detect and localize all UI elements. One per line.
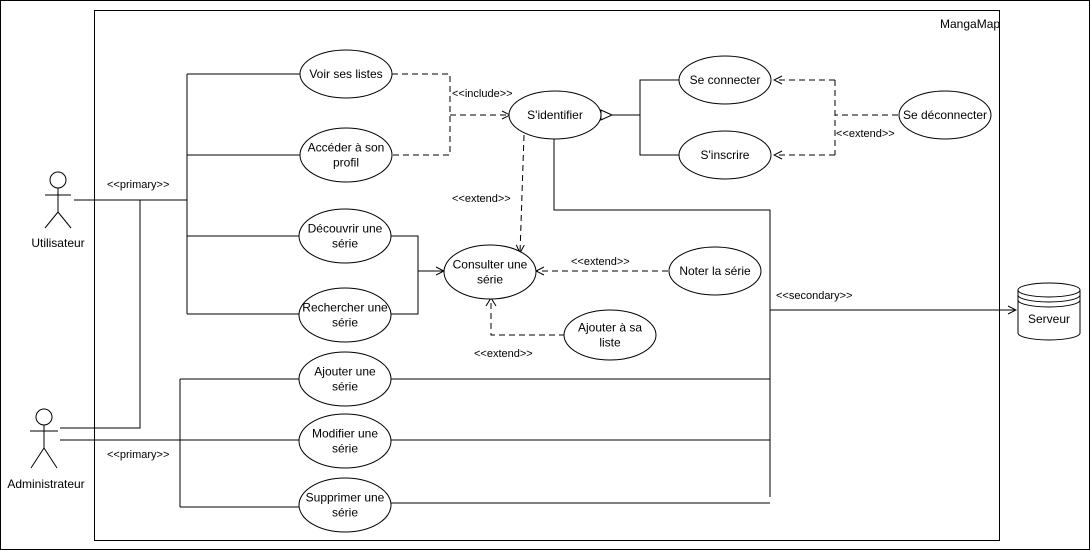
use-case-label: Consulter une bbox=[453, 258, 528, 272]
use-case-label: série bbox=[332, 380, 358, 394]
use-case-se-connecter[interactable]: Se connecter bbox=[678, 55, 772, 105]
extend-label-noter: <<extend>> bbox=[571, 256, 630, 268]
use-case-ellipse[interactable] bbox=[298, 477, 392, 533]
use-case-label: S'identifier bbox=[527, 108, 583, 122]
use-case-noter[interactable]: Noter la série bbox=[668, 246, 762, 296]
use-case-label: profil bbox=[333, 156, 359, 170]
use-case-label: Se déconnecter bbox=[903, 108, 987, 122]
use-case-ellipse[interactable] bbox=[298, 351, 392, 407]
use-case-label: Ajouter à sa bbox=[578, 321, 642, 335]
use-case-ellipse[interactable] bbox=[298, 208, 392, 264]
use-case-label: liste bbox=[599, 336, 621, 350]
use-case-label: Accéder à son bbox=[308, 141, 385, 155]
use-case-voir-listes[interactable]: Voir ses listes bbox=[299, 49, 393, 99]
use-case-label: série bbox=[332, 442, 358, 456]
use-case-label: Ajouter une bbox=[314, 365, 376, 379]
primary-label-user: <<primary>> bbox=[107, 179, 169, 191]
actor-administrateur[interactable] bbox=[30, 408, 58, 469]
use-case-label: Rechercher une bbox=[302, 301, 388, 315]
include-label: <<include>> bbox=[452, 88, 513, 100]
use-case-ellipse[interactable] bbox=[299, 127, 393, 183]
primary-label-admin: <<primary>> bbox=[107, 449, 169, 461]
use-case-label: Se connecter bbox=[690, 73, 761, 87]
use-case-label: Voir ses listes bbox=[309, 67, 382, 81]
secondary-label: <<secondary>> bbox=[776, 290, 852, 302]
extend-label-identifier: <<extend>> bbox=[452, 193, 511, 205]
use-case-ellipse[interactable] bbox=[443, 244, 537, 300]
use-case-label: Découvrir une bbox=[308, 222, 383, 236]
association-lines bbox=[60, 73, 1016, 508]
use-case-label: Modifier une bbox=[312, 427, 378, 441]
use-case-se-deconnecter[interactable]: Se déconnecter bbox=[898, 90, 992, 140]
actor-utilisateur-label: Utilisateur bbox=[31, 236, 84, 250]
use-case-ellipse[interactable] bbox=[299, 49, 393, 99]
use-case-label: Supprimer une bbox=[306, 491, 385, 505]
use-case-label: série bbox=[477, 273, 503, 287]
database-icon[interactable] bbox=[1017, 282, 1081, 341]
use-case-ellipse[interactable] bbox=[298, 287, 392, 343]
server-label: Serveur bbox=[1028, 312, 1070, 326]
extend-label-ajouter-liste: <<extend>> bbox=[474, 348, 533, 360]
actor-administrateur-label: Administrateur bbox=[7, 477, 84, 491]
use-case-ellipse[interactable] bbox=[668, 246, 762, 296]
use-case-ellipse[interactable] bbox=[298, 413, 392, 469]
use-case-label: série bbox=[332, 316, 358, 330]
use-case-label: Noter la série bbox=[679, 264, 751, 278]
use-case-label: série bbox=[332, 237, 358, 251]
system-boundary bbox=[94, 10, 1000, 541]
use-case-ellipse[interactable] bbox=[508, 90, 602, 140]
use-case-ellipse[interactable] bbox=[898, 90, 992, 140]
system-name: MangaMap bbox=[940, 17, 1000, 31]
extend-label-deconnecter: <<extend>> bbox=[836, 128, 895, 140]
use-case-ellipse[interactable] bbox=[563, 309, 657, 361]
use-case-sidentifier[interactable]: S'identifier bbox=[508, 90, 602, 140]
actor-utilisateur[interactable] bbox=[44, 171, 72, 229]
dashed-relations bbox=[392, 73, 898, 336]
use-case-sinscrire[interactable]: S'inscrire bbox=[678, 130, 772, 180]
use-case-label: série bbox=[332, 506, 358, 520]
use-case-label: S'inscrire bbox=[701, 148, 750, 162]
use-case-ellipse[interactable] bbox=[678, 130, 772, 180]
use-case-ellipse[interactable] bbox=[678, 55, 772, 105]
